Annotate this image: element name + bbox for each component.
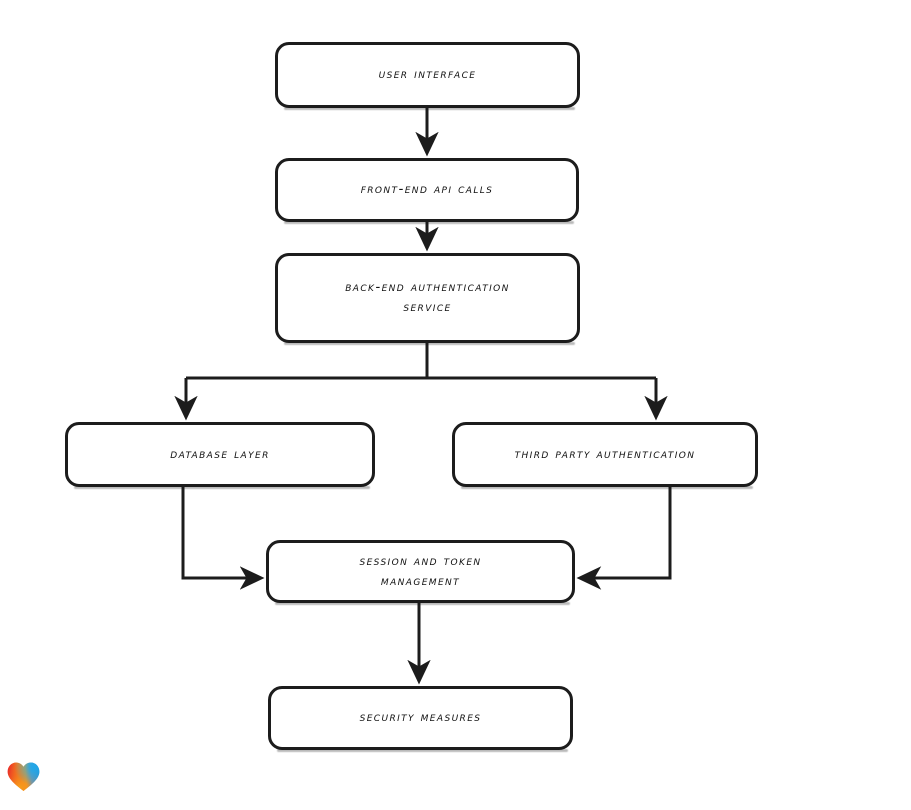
node-label: Back-End Authentication Service: [345, 279, 510, 315]
node-user-interface[interactable]: User Interface: [275, 42, 580, 108]
node-front-end-api-calls[interactable]: Front-End API Calls: [275, 158, 579, 222]
node-label: Security Measures: [359, 709, 482, 726]
node-label: Database Layer: [170, 445, 270, 462]
node-label: Third Party Authentication: [514, 445, 696, 462]
node-label: User Interface: [378, 66, 477, 83]
node-third-party-auth[interactable]: Third Party Authentication: [452, 422, 758, 487]
node-label: Session and Token Management: [359, 552, 482, 589]
edge-third-to-session: [576, 487, 672, 590]
node-session-token-management[interactable]: Session and Token Management: [266, 540, 575, 603]
node-database-layer[interactable]: Database Layer: [65, 422, 375, 487]
heart-icon[interactable]: [7, 761, 40, 792]
node-label: Front-End API Calls: [360, 181, 494, 198]
edge-db-to-session: [181, 487, 265, 590]
node-security-measures[interactable]: Security Measures: [268, 686, 573, 750]
node-back-end-auth-service[interactable]: Back-End Authentication Service: [275, 253, 580, 343]
